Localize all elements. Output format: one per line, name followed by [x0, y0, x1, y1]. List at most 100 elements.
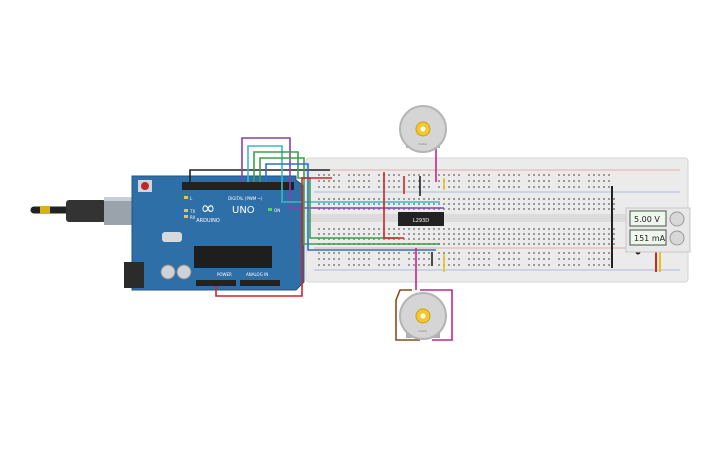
breadboard-hole[interactable]	[563, 258, 565, 260]
breadboard-hole[interactable]	[333, 252, 335, 254]
breadboard-hole[interactable]	[508, 233, 510, 235]
breadboard-hole[interactable]	[428, 252, 430, 254]
breadboard-hole[interactable]	[483, 238, 485, 240]
breadboard-hole[interactable]	[348, 258, 350, 260]
breadboard-hole[interactable]	[578, 174, 580, 176]
breadboard-hole[interactable]	[508, 174, 510, 176]
breadboard-hole[interactable]	[578, 186, 580, 188]
breadboard-hole[interactable]	[408, 198, 410, 200]
breadboard-hole[interactable]	[493, 233, 495, 235]
breadboard-hole[interactable]	[373, 233, 375, 235]
breadboard-hole[interactable]	[398, 174, 400, 176]
breadboard-hole[interactable]	[503, 238, 505, 240]
breadboard-hole[interactable]	[318, 186, 320, 188]
breadboard-hole[interactable]	[513, 264, 515, 266]
breadboard-hole[interactable]	[533, 203, 535, 205]
breadboard-hole[interactable]	[393, 208, 395, 210]
breadboard-hole[interactable]	[613, 243, 615, 245]
breadboard-hole[interactable]	[433, 238, 435, 240]
breadboard-hole[interactable]	[598, 233, 600, 235]
breadboard-hole[interactable]	[488, 186, 490, 188]
breadboard-hole[interactable]	[323, 252, 325, 254]
breadboard-hole[interactable]	[433, 208, 435, 210]
breadboard-hole[interactable]	[498, 203, 500, 205]
breadboard-hole[interactable]	[598, 186, 600, 188]
breadboard-hole[interactable]	[393, 180, 395, 182]
breadboard-hole[interactable]	[593, 203, 595, 205]
breadboard-hole[interactable]	[568, 258, 570, 260]
breadboard-hole[interactable]	[453, 233, 455, 235]
breadboard-hole[interactable]	[443, 198, 445, 200]
breadboard-hole[interactable]	[443, 208, 445, 210]
breadboard-hole[interactable]	[538, 233, 540, 235]
breadboard-hole[interactable]	[458, 243, 460, 245]
breadboard-hole[interactable]	[453, 180, 455, 182]
breadboard-hole[interactable]	[328, 252, 330, 254]
breadboard-hole[interactable]	[323, 203, 325, 205]
breadboard-hole[interactable]	[473, 208, 475, 210]
breadboard-hole[interactable]	[348, 233, 350, 235]
breadboard-hole[interactable]	[333, 180, 335, 182]
breadboard-hole[interactable]	[433, 203, 435, 205]
breadboard-hole[interactable]	[478, 258, 480, 260]
wire-red-ic[interactable]	[383, 172, 404, 239]
breadboard-hole[interactable]	[528, 258, 530, 260]
breadboard-hole[interactable]	[473, 198, 475, 200]
breadboard-hole[interactable]	[458, 203, 460, 205]
breadboard-hole[interactable]	[453, 238, 455, 240]
breadboard-hole[interactable]	[588, 174, 590, 176]
breadboard-hole[interactable]	[418, 208, 420, 210]
breadboard-hole[interactable]	[338, 208, 340, 210]
breadboard-hole[interactable]	[338, 233, 340, 235]
breadboard-hole[interactable]	[543, 186, 545, 188]
breadboard-hole[interactable]	[593, 186, 595, 188]
breadboard-hole[interactable]	[518, 203, 520, 205]
breadboard-hole[interactable]	[498, 228, 500, 230]
breadboard-hole[interactable]	[348, 180, 350, 182]
breadboard-hole[interactable]	[333, 233, 335, 235]
breadboard-hole[interactable]	[418, 264, 420, 266]
breadboard-hole[interactable]	[473, 243, 475, 245]
breadboard-hole[interactable]	[363, 186, 365, 188]
breadboard-hole[interactable]	[593, 258, 595, 260]
breadboard-hole[interactable]	[503, 174, 505, 176]
breadboard-hole[interactable]	[438, 228, 440, 230]
breadboard-hole[interactable]	[488, 203, 490, 205]
breadboard-hole[interactable]	[353, 186, 355, 188]
breadboard-hole[interactable]	[523, 233, 525, 235]
breadboard-hole[interactable]	[368, 174, 370, 176]
breadboard-hole[interactable]	[468, 198, 470, 200]
breadboard-hole[interactable]	[398, 203, 400, 205]
breadboard-hole[interactable]	[518, 264, 520, 266]
breadboard-hole[interactable]	[603, 264, 605, 266]
breadboard-hole[interactable]	[408, 180, 410, 182]
breadboard-hole[interactable]	[573, 174, 575, 176]
breadboard-hole[interactable]	[513, 252, 515, 254]
breadboard-hole[interactable]	[528, 228, 530, 230]
breadboard-hole[interactable]	[558, 252, 560, 254]
wire-blue[interactable]	[265, 163, 436, 251]
breadboard-hole[interactable]	[533, 208, 535, 210]
breadboard-hole[interactable]	[368, 238, 370, 240]
breadboard-hole[interactable]	[348, 238, 350, 240]
breadboard-hole[interactable]	[598, 203, 600, 205]
breadboard-hole[interactable]	[473, 258, 475, 260]
breadboard-hole[interactable]	[503, 208, 505, 210]
breadboard-hole[interactable]	[403, 238, 405, 240]
breadboard-hole[interactable]	[408, 264, 410, 266]
breadboard-hole[interactable]	[578, 258, 580, 260]
breadboard-hole[interactable]	[318, 174, 320, 176]
breadboard-hole[interactable]	[453, 243, 455, 245]
breadboard-hole[interactable]	[593, 238, 595, 240]
breadboard-hole[interactable]	[468, 208, 470, 210]
breadboard-hole[interactable]	[598, 258, 600, 260]
breadboard-hole[interactable]	[378, 233, 380, 235]
power-supply[interactable]: 5.00 V 151 mA	[625, 207, 691, 253]
breadboard-hole[interactable]	[328, 180, 330, 182]
breadboard-hole[interactable]	[323, 180, 325, 182]
breadboard-hole[interactable]	[358, 203, 360, 205]
breadboard-hole[interactable]	[568, 180, 570, 182]
breadboard-hole[interactable]	[368, 186, 370, 188]
breadboard-hole[interactable]	[533, 243, 535, 245]
breadboard-hole[interactable]	[608, 243, 610, 245]
